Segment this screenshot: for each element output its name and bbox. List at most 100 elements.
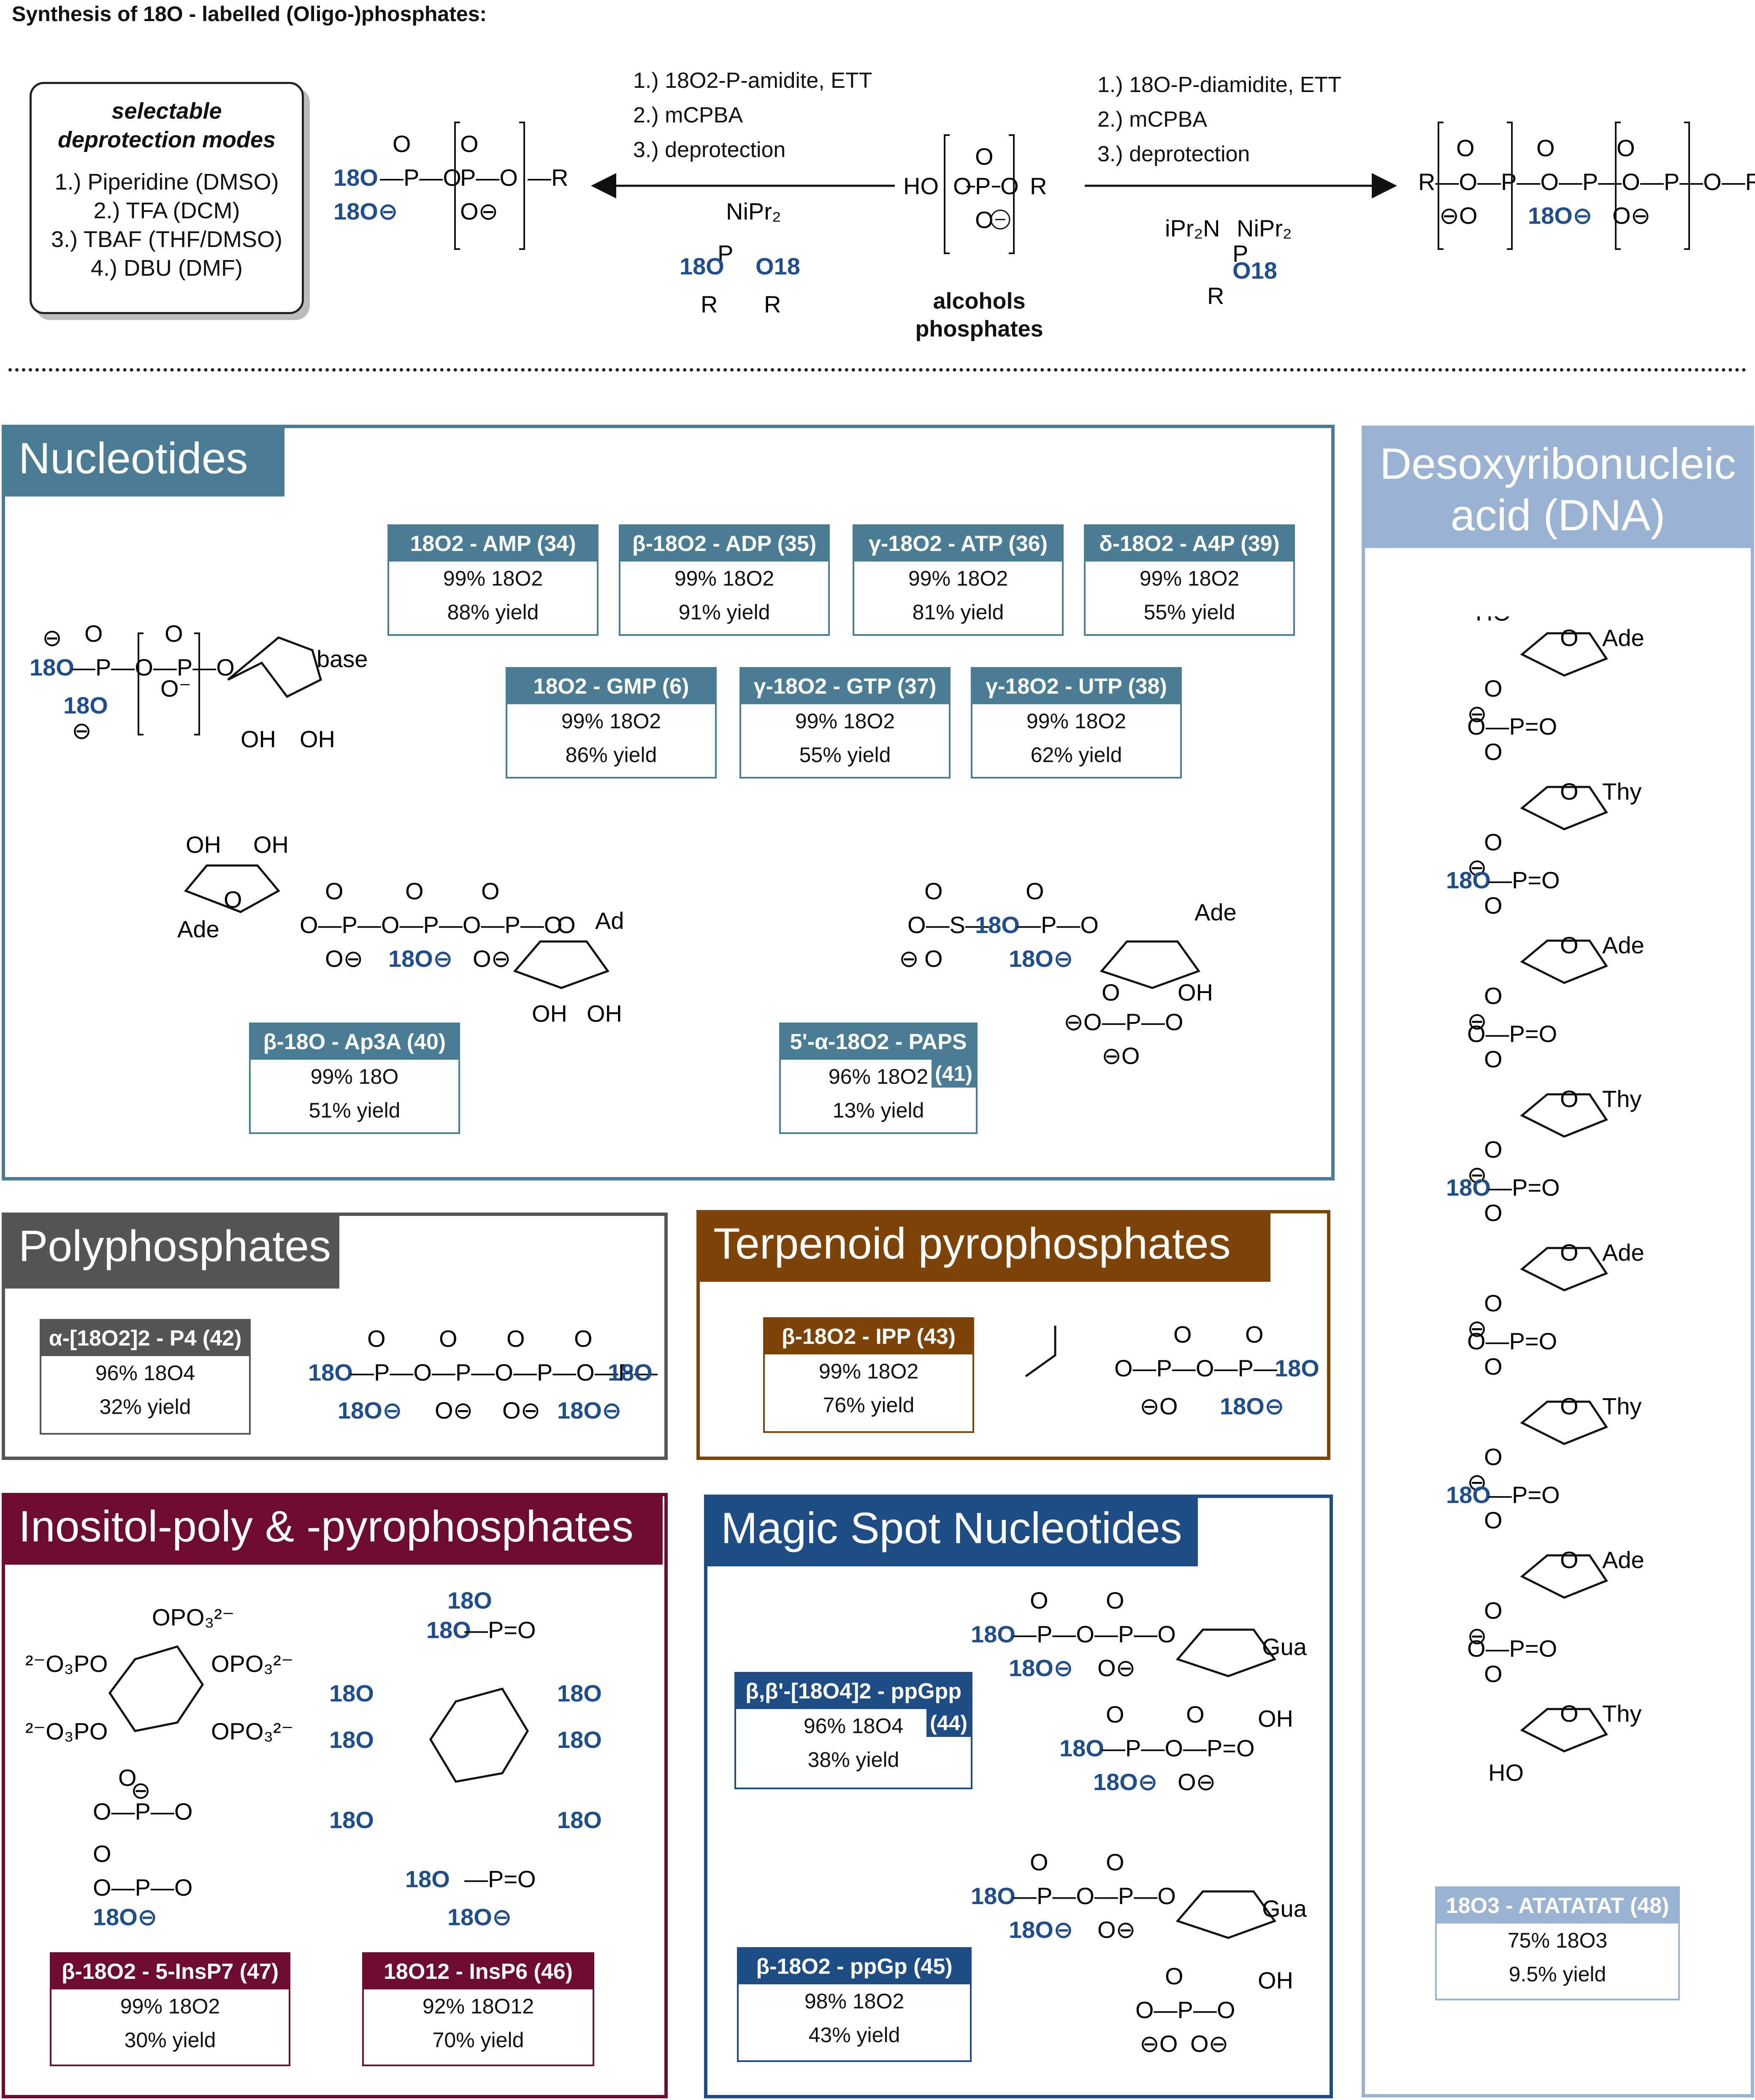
svg-text:R: R (764, 291, 781, 317)
modes-title-line2: deprotection modes (57, 127, 276, 152)
card-p4-label: 96% 18O4 (95, 1361, 195, 1385)
svg-text:O18: O18 (1232, 257, 1277, 284)
svg-text:O: O (1536, 135, 1555, 161)
left-product-structure: 18O —P—O O 18O⊖ P—OOO⊖ —R (333, 122, 568, 250)
dna-phosphate-oxygen: O (1484, 829, 1503, 855)
dna-phosphate: —P=O (1488, 1174, 1560, 1201)
svg-text:O: O (93, 1840, 111, 1867)
svg-text:O: O (325, 878, 344, 904)
svg-text:18O⊖: 18O⊖ (333, 198, 398, 225)
svg-text:O—P—O: O—P—O (93, 1874, 192, 1901)
svg-text:Gua: Gua (1262, 1895, 1307, 1922)
dna-phosphate-charge: ⊖ (1467, 1161, 1487, 1188)
svg-text:—P=O: —P=O (464, 1617, 536, 1643)
card-insp7: β-18O2 - 5-InsP7 (47) 99% 18O2 30% yield (50, 1952, 290, 2066)
svg-text:O⊖: O⊖ (460, 198, 498, 225)
svg-text:OPO₃²⁻: OPO₃²⁻ (152, 1604, 234, 1631)
card-gmp-title: 18O2 - GMP (6) (507, 669, 715, 704)
dna-phosphate-oxygen: O (1484, 1136, 1503, 1163)
dna-phosphate-charge: ⊖ (1467, 1469, 1487, 1495)
svg-text:18O: 18O (447, 1592, 492, 1614)
card-ppgpp-yield: 38% yield (807, 1748, 899, 1772)
svg-text:18O: 18O (426, 1617, 471, 1643)
nucleotides-title: Nucleotides (2, 425, 284, 497)
svg-text:OH: OH (300, 726, 335, 752)
card-adp-yield: 91% yield (678, 600, 770, 624)
svg-text:18O: 18O (1059, 1735, 1104, 1761)
svg-text:O: O (224, 886, 242, 913)
dna-title: Desoxyribonucleic acid (DNA) (1362, 426, 1754, 548)
svg-text:O⊖: O⊖ (473, 945, 511, 972)
card-atp-label: 99% 18O2 (908, 567, 1008, 590)
svg-text:—R: —R (528, 164, 568, 191)
svg-text:O: O (506, 1325, 525, 1352)
card-insp6-title: 18O12 - InsP6 (46) (364, 1954, 593, 1989)
svg-text:18O: 18O (1275, 1355, 1319, 1381)
svg-text:—P—O: —P—O (380, 164, 461, 191)
svg-text:18O⊖: 18O⊖ (1093, 1769, 1158, 1795)
dna-phosphate-oxygen: O (1484, 1597, 1503, 1624)
svg-text:O: O (924, 878, 943, 904)
dna-base-label: Ade (1602, 932, 1644, 958)
card-atatatat-title: 18O3 - ATATATAT (48) (1437, 1888, 1678, 1924)
svg-text:—P—O: —P—O (1017, 912, 1099, 938)
svg-text:NiPr₂: NiPr₂ (726, 198, 781, 225)
dna-sugar-ring (1520, 1400, 1608, 1445)
left-conditions: 1.) 18O2-P-amidite, ETT 2.) mCPBA 3.) de… (633, 63, 872, 167)
card-atp-title: γ-18O2 - ATP (36) (854, 526, 1062, 562)
card-insp7-yield: 30% yield (124, 2028, 216, 2052)
svg-text:⊖O: ⊖O (1140, 2030, 1178, 2057)
svg-text:18O: 18O (329, 1807, 374, 1833)
svg-text:O: O (1030, 1587, 1048, 1614)
svg-text:—P—O—P—O: —P—O—P—O (1013, 1621, 1176, 1647)
dna-sugar-ring (1520, 1247, 1608, 1291)
svg-text:O: O (1000, 173, 1019, 199)
dna-5prime-hydroxyl: HO (1476, 616, 1511, 626)
svg-text:O⊖: O⊖ (325, 945, 363, 972)
svg-text:O—P—O: O—P—O (93, 1798, 192, 1825)
svg-text:P: P (1232, 240, 1248, 267)
svg-text:O—P—O—P—O—P—O: O—P—O—P—O—P—O (300, 912, 562, 938)
svg-text:18O: 18O (971, 1621, 1016, 1647)
card-paps: 5'-α-18O2 - PAPS 96% 18O2 13% yield (41) (779, 1023, 978, 1134)
svg-text:18O: 18O (557, 1726, 602, 1753)
dna-phosphate-oxygen: O (1484, 1353, 1503, 1380)
svg-text:O: O (557, 912, 576, 938)
card-amp: 18O2 - AMP (34) 99% 18O2 88% yield (387, 524, 599, 636)
svg-text:Gua: Gua (1262, 1633, 1307, 1660)
svg-text:O: O (439, 1325, 458, 1352)
svg-text:18O⊖: 18O⊖ (1009, 945, 1073, 972)
left-condition-2: 2.) mCPBA (633, 103, 743, 128)
svg-text:O: O (1173, 1321, 1192, 1348)
svg-text:O: O (165, 620, 183, 647)
svg-text:18O⊖: 18O⊖ (1009, 1655, 1073, 1681)
card-gtp-title: γ-18O2 - GTP (37) (741, 669, 949, 704)
dna-phosphate-oxygen: O (1484, 1507, 1503, 1533)
svg-text:O⊖: O⊖ (1097, 1916, 1135, 1943)
card-a4p-yield: 55% yield (1143, 600, 1235, 624)
svg-text:18O: 18O (329, 1680, 374, 1707)
card-ppgpp-title: β,β'-[18O4]2 - ppGpp (736, 1674, 971, 1709)
svg-text:OH: OH (253, 831, 289, 858)
dna-title-line1: Desoxyribonucleic (1380, 440, 1736, 488)
dna-sugar-ring (1520, 939, 1608, 984)
svg-text:—P—O—P—O: —P—O—P—O (1013, 1883, 1176, 1909)
svg-text:O: O (460, 130, 479, 157)
substrate-label-phosphates: phosphates (915, 316, 1043, 342)
svg-text:18O: 18O (63, 692, 108, 719)
card-gmp-label: 99% 18O2 (561, 709, 661, 733)
dna-base-label: Ade (1602, 624, 1644, 651)
card-paps-yield: 13% yield (832, 1099, 924, 1122)
svg-text:R—O—P—O—P—O—P—O—R: R—O—P—O—P—O—P—O—R (1418, 168, 1755, 195)
svg-text:18O: 18O (975, 912, 1020, 938)
card-ap3a-label: 99% 18O (310, 1065, 399, 1088)
card-paps-label: 96% 18O2 (828, 1065, 929, 1088)
card-gmp: 18O2 - GMP (6) 99% 18O2 86% yield (506, 667, 717, 779)
svg-text:O: O (1102, 979, 1120, 1006)
svg-text:O⊖: O⊖ (1178, 1769, 1216, 1795)
svg-text:R: R (1207, 282, 1224, 309)
modes-title-line1: selectable (111, 98, 222, 124)
svg-text:18O⊖: 18O⊖ (338, 1397, 402, 1424)
dna-phosphate: —P=O (1488, 1481, 1560, 1508)
